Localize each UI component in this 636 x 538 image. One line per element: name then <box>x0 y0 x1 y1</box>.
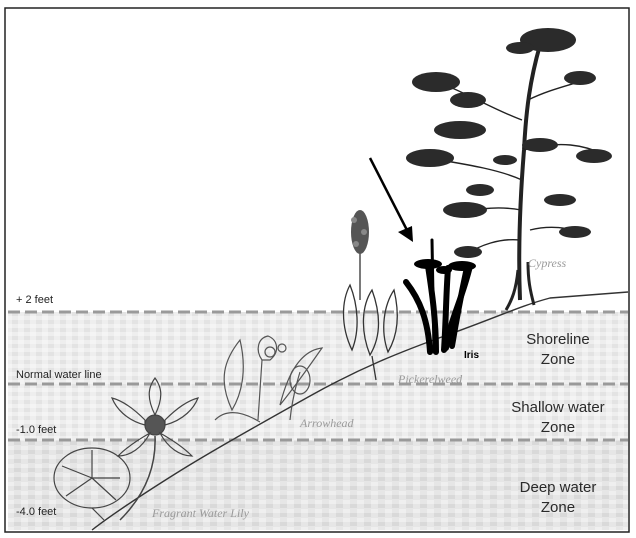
shallow-zone-label: Shallow water Zone <box>498 398 618 438</box>
pointer-arrow <box>370 158 413 242</box>
cypress-foliage <box>406 28 612 258</box>
deep-zone-line1: Deep water <box>498 478 618 498</box>
pickerelweed-spike <box>351 210 369 254</box>
iris-label: Iris <box>464 350 479 361</box>
level-minus-1-feet: -1.0 feet <box>16 424 56 436</box>
shoreline-zone-line2: Zone <box>498 350 618 370</box>
deep-zone-line2: Zone <box>498 498 618 518</box>
arrowhead-label: Arrowhead <box>300 416 354 431</box>
water-lily-label: Fragrant Water Lily <box>152 506 249 521</box>
shallow-zone-line2: Zone <box>498 418 618 438</box>
cypress-label: Cypress <box>528 256 566 271</box>
shoreline-zone-label: Shoreline Zone <box>498 330 618 370</box>
level-normal-water-line: Normal water line <box>16 369 102 381</box>
shallow-zone-line1: Shallow water <box>498 398 618 418</box>
deep-zone-label: Deep water Zone <box>498 478 618 518</box>
pickerelweed-label: Pickerelweed <box>398 372 462 387</box>
level-minus-4-feet: -4.0 feet <box>16 506 56 518</box>
shoreline-zone-line1: Shoreline <box>498 330 618 350</box>
level-plus-2-feet: + 2 feet <box>16 294 53 306</box>
